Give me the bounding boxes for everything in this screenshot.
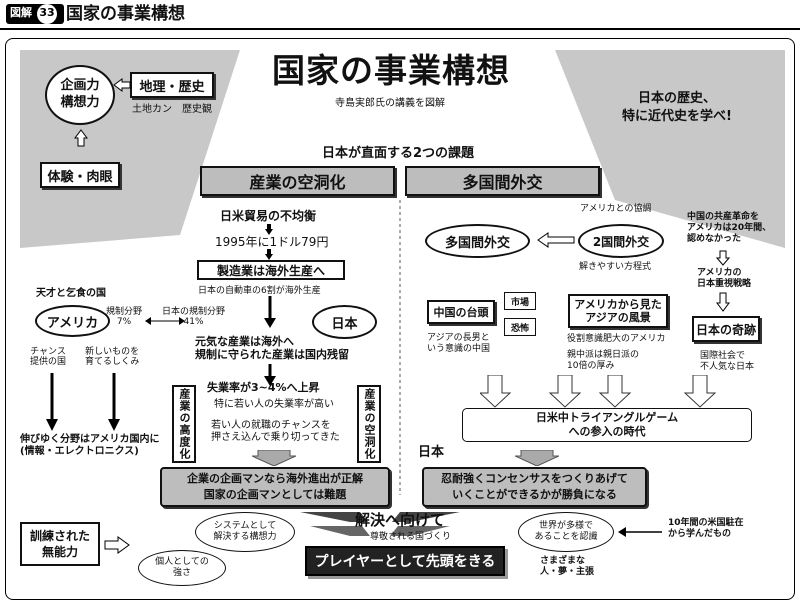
right-arrow-icon — [104, 536, 130, 554]
down-arrow-icon — [265, 249, 273, 260]
left-arrow-icon — [537, 232, 575, 248]
triangle-game-box: 日米中トライアングルゲーム への参入の時代 — [462, 408, 752, 442]
regulation-jp-text: 日本の規制分野 41% — [162, 307, 226, 328]
role-america-text: 役割意識肥大のアメリカ — [567, 334, 666, 344]
figure-number-circle — [37, 4, 57, 24]
down-arrow-icon — [264, 296, 276, 328]
nurture-system-text: 新しいものを 育てるしくみ — [85, 347, 140, 368]
japan-oval: 日本 — [312, 305, 377, 339]
outer-frame — [5, 38, 795, 600]
unpopular-japan-text: 国際社会で 不人気な日本 — [700, 351, 755, 372]
system-vision-oval: システムとして 解決する構想力 — [195, 512, 295, 552]
left-conclusion-box: 企業の企画マンなら海外進出が正解 国家の企画マンとしては難題 — [160, 467, 390, 507]
overseas-production-box: 製造業は海外生産へ — [197, 260, 345, 280]
china-revolution-text: 中国の共産革命を アメリカは20年間、 認めなかった — [687, 212, 772, 244]
header-title: 国家の事業構想 — [66, 4, 185, 24]
elder-son-text: アジアの長男と いう意識の中国 — [427, 333, 491, 354]
healthy-industry-text: 元気な産業は海外へ 規制に守られた産業は国内残留 — [195, 335, 349, 361]
geo-history-sub: 土地カン 歴史観 — [132, 104, 212, 115]
down-arrow-icon — [716, 292, 730, 312]
geo-history-box: 地理・歴史 — [130, 72, 214, 98]
youth-chance-text: 若い人の就職のチャンスを 押さえ込んで乗り切ってきた — [211, 420, 340, 443]
chance-country-text: チャンス 提供の国 — [30, 347, 67, 368]
us-cooperation-text: アメリカとの協調 — [580, 204, 652, 214]
america-oval: アメリカ — [35, 305, 110, 337]
japan-label: 日本 — [418, 445, 445, 460]
us-stay-lesson-text: 10年間の米国駐在 から学んだもの — [668, 518, 744, 540]
issue-diplomacy-box: 多国間外交 — [405, 166, 600, 196]
regulation-us-text: 規制分野 7% — [106, 307, 143, 328]
double-arrow-icon — [145, 317, 185, 325]
issue-hollowing-box: 産業の空洞化 — [200, 166, 395, 196]
pro-china-text: 親中派は親日派の 10倍の厚み — [567, 350, 640, 371]
vertical-upgrade-box: 産業の高度化 — [172, 385, 196, 463]
world-diversity-oval: 世界が多様で あることを認識 — [518, 512, 614, 552]
trade-imbalance-text: 日米貿易の不均衡 — [220, 209, 317, 223]
asia-scene-box: アメリカから見た アジアの風景 — [568, 294, 668, 328]
trained-incapacity-box: 訓練された 無能力 — [20, 522, 100, 566]
personal-strength-oval: 個人としての 強さ — [138, 550, 226, 586]
white-down-arrows-icon — [480, 375, 717, 408]
respected-nation-text: 尊敬される国づくり — [370, 532, 452, 542]
down-arrow-icon — [46, 373, 58, 431]
easy-equation-text: 解きやすい方程式 — [579, 262, 652, 272]
grey-down-arrow-icon — [252, 450, 296, 466]
up-arrow-icon — [74, 129, 88, 147]
main-title: 国家の事業構想 — [272, 51, 510, 90]
bilateral-oval: 2国間外交 — [578, 224, 664, 258]
figure-number: 33 — [39, 6, 55, 19]
unemployment-text: 失業率が3~4%へ上昇 — [207, 381, 320, 394]
lead-as-player-box: プレイヤーとして先頭をきる — [305, 546, 505, 576]
planning-power-circle: 企画力 構想力 — [45, 65, 115, 125]
japan-miracle-box: 日本の奇跡 — [692, 316, 760, 342]
us-japan-strategy-text: アメリカの 日本重視戦略 — [697, 268, 752, 289]
down-arrow-icon — [265, 224, 273, 235]
left-arrow-icon — [618, 527, 662, 537]
various-people-text: さまざまな 人・夢・主張 — [540, 556, 595, 578]
market-box: 市場 — [504, 292, 536, 310]
down-arrow-icon — [264, 364, 276, 386]
fear-box: 恐怖 — [504, 318, 536, 336]
experience-box: 体験・肉眼 — [40, 162, 120, 188]
main-subtitle: 寺島実郎氏の講義を図解 — [335, 98, 445, 109]
issues-heading: 日本が直面する2つの課題 — [322, 146, 475, 161]
genius-beggar-label: 天才と乞食の国 — [36, 288, 106, 299]
growth-fields-text: 伸びゆく分野はアメリカ国内に (情報・エレクトロニクス) — [20, 434, 160, 457]
right-conclusion-box: 忍耐強くコンセンサスをつくりあげて いくことができるかが勝負になる — [422, 467, 647, 507]
youth-unemployment-text: 特に若い人の失業率が高い — [214, 399, 334, 410]
down-arrow-icon — [716, 250, 730, 266]
study-history-text: 日本の歴史、 特に近代史を学べ! — [622, 91, 732, 124]
grey-down-arrow-icon — [515, 450, 559, 466]
vertical-hollowing-box: 産業の空洞化 — [357, 385, 381, 463]
auto-overseas-text: 日本の自動車の6割が海外生産 — [198, 286, 321, 296]
header-bar — [0, 0, 800, 30]
china-rise-box: 中国の台頭 — [427, 300, 495, 324]
toward-solution-text: 解決へ向けて — [355, 511, 446, 529]
down-arrow-icon — [108, 373, 120, 431]
multilateral-oval: 多国間外交 — [425, 224, 530, 258]
converging-arrows-icon — [300, 512, 460, 536]
yen-rate-text: 1995年に1ドル79円 — [215, 235, 329, 249]
figure-badge-label: 図解 — [10, 6, 32, 19]
left-arrow-icon — [113, 78, 131, 92]
